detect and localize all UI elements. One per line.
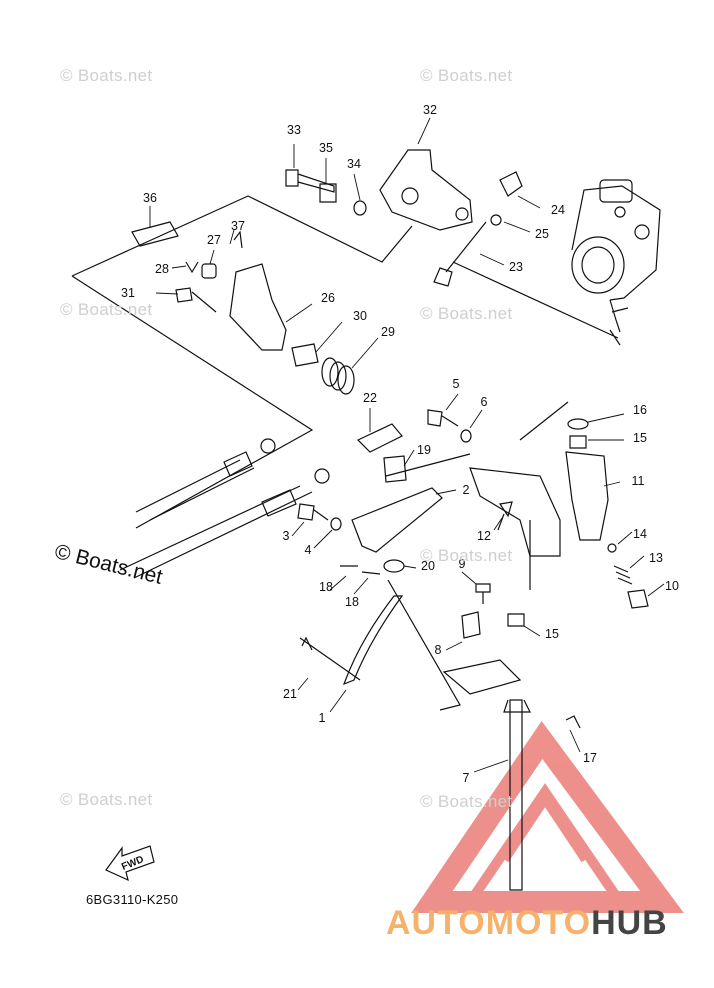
part-number-label: 15	[633, 431, 647, 445]
part-number-label: 32	[423, 103, 437, 117]
bracket-12	[469, 467, 561, 557]
joint-36	[131, 221, 179, 247]
part-number-label: 17	[583, 751, 597, 765]
watermark: © Boats.net	[420, 304, 513, 323]
washer-4	[330, 517, 342, 531]
watermark: © Boats.net	[420, 792, 513, 811]
watermark: © Boats.net	[60, 66, 153, 85]
part-number-label: 35	[319, 141, 333, 155]
lever-2	[351, 487, 443, 553]
shaft-7	[503, 699, 531, 891]
lever-8	[442, 611, 522, 695]
brand-part2: HUB	[591, 904, 668, 942]
part-number-label: 14	[633, 527, 647, 541]
nut-25	[490, 214, 502, 226]
part-number-label: 36	[143, 191, 157, 205]
part-number-label: 25	[535, 227, 549, 241]
part-number-label: 3	[283, 529, 290, 543]
part-number-label: 8	[435, 643, 442, 657]
throttle-cables	[119, 438, 330, 579]
part-number-label: 18	[319, 580, 333, 594]
part-number-label: 28	[155, 262, 169, 276]
watermark: © Boats.net	[60, 790, 153, 809]
plug-10	[627, 589, 649, 609]
part-number-label: 21	[283, 687, 297, 701]
part-number-label: 16	[633, 403, 647, 417]
watermark: © Boats.net	[420, 546, 513, 565]
part-number-label: 34	[347, 157, 361, 171]
pin-37	[233, 230, 243, 249]
washer-20	[383, 559, 405, 573]
bolt-33	[285, 169, 335, 193]
fwd-arrow-icon	[105, 845, 155, 882]
bolt-31	[175, 287, 217, 313]
part-number-label: 33	[287, 123, 301, 137]
nut-15b	[507, 613, 525, 627]
washer-6	[460, 429, 472, 443]
screw-9	[475, 583, 491, 604]
clip-17	[565, 715, 581, 729]
part-number-label: 19	[417, 443, 431, 457]
brand-part1: AUTOMOTO	[386, 904, 592, 942]
part-number-label: 10	[665, 579, 679, 593]
diagram-code: 6BG3110-K250	[86, 892, 179, 907]
carburetor	[571, 179, 661, 333]
part-number-label: 13	[649, 551, 663, 565]
collar-19	[383, 455, 407, 483]
part-number-label: 15	[545, 627, 559, 641]
part-number-label: 27	[207, 233, 221, 247]
lever-26	[229, 263, 287, 351]
bracket-32	[379, 149, 473, 231]
rod-23	[433, 221, 487, 287]
part-number-label: 31	[121, 286, 135, 300]
part-number-label: 7	[463, 771, 470, 785]
washer-34	[353, 200, 367, 216]
spring-29	[321, 357, 355, 395]
nut-15	[569, 435, 587, 449]
leader-lines	[149, 117, 665, 773]
bolt-5	[427, 409, 459, 427]
part-number-label: 12	[477, 529, 491, 543]
watermark: © Boats.net	[420, 66, 513, 85]
clip-21	[301, 636, 313, 651]
part-number-label: 18	[345, 595, 359, 609]
washer-16	[567, 418, 589, 430]
collar-30	[291, 343, 319, 367]
part-number-label: 22	[363, 391, 377, 405]
bolt-12-screw	[497, 501, 513, 531]
part-number-label: 11	[632, 474, 645, 488]
joint-22	[356, 423, 403, 453]
collar-27	[201, 263, 217, 279]
bolt-3	[297, 503, 329, 521]
part-number-label: 6	[481, 395, 488, 409]
spring-13	[613, 565, 633, 585]
automotohub-triangle-logo	[411, 720, 684, 913]
part-number-label: 9	[459, 557, 466, 571]
part-number-label: 26	[321, 291, 335, 305]
part-number-label: 23	[509, 260, 523, 274]
part-number-label: 5	[453, 377, 460, 391]
clip-28	[185, 261, 199, 274]
part-number-label: 1	[319, 711, 326, 725]
clip-18	[340, 565, 381, 575]
watermark: © Boats.net	[60, 300, 153, 319]
segment-1	[342, 595, 404, 686]
brand-logo: AUTOMOTOHUB	[386, 904, 668, 943]
part-number-label: 24	[551, 203, 565, 217]
link-24	[499, 171, 523, 197]
collar-35	[319, 183, 337, 203]
part-number-label: 30	[353, 309, 367, 323]
part-number-label: 4	[305, 543, 312, 557]
part-number-label: 20	[421, 559, 435, 573]
part-number-label: 29	[381, 325, 395, 339]
part-number-label: 37	[231, 219, 245, 233]
housing-11	[565, 451, 609, 541]
part-number-label: 2	[463, 483, 470, 497]
ball-14	[607, 543, 617, 553]
